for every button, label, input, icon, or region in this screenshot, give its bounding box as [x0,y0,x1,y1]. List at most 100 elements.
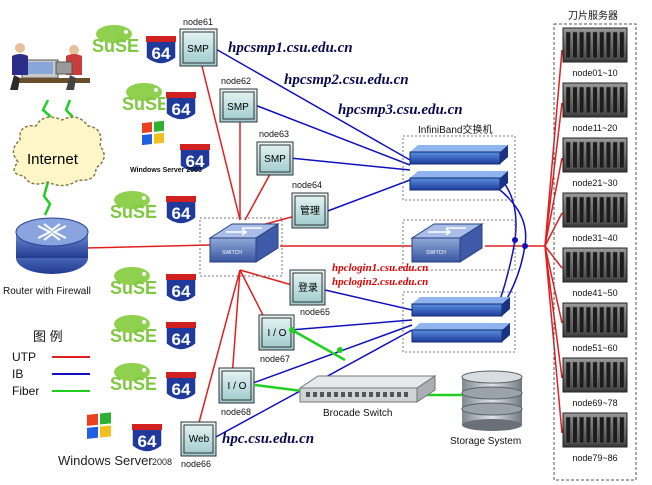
svg-text:64: 64 [172,100,191,119]
64bit-badge-icon: 64 [179,143,211,173]
suse-logo: SuSE [122,83,169,114]
switch2-group-frame [402,219,516,271]
brocade-switch-icon [298,375,437,403]
node63-hostname: hpcsmp3.csu.edu.cn [338,102,463,118]
64bit-badge-icon: 64 [165,321,197,351]
svg-text:Windows Server: Windows Server [58,453,153,468]
node63-server[interactable]: node63 SMP [256,129,294,176]
node62-hostname: hpcsmp2.csu.edu.cn [284,72,409,88]
switch-group-frame [199,217,283,277]
suse-logo: SuSE [92,25,139,56]
blade-group-label: node01~10 [572,68,617,78]
node64-server[interactable]: node64 管理 [291,180,329,229]
fiber-junction-dot [337,347,343,353]
node61-hostname: hpcsmp1.csu.edu.cn [228,40,353,56]
node61-server[interactable]: node61 SMP [179,17,218,67]
blade-server-group[interactable]: node01~10 [562,27,628,78]
suse-label: SuSE [92,36,139,56]
blade-group-label: node41~50 [572,288,617,298]
legend: 图 例 UTP IB Fiber [12,329,90,398]
blade-group-label: node79~86 [572,453,617,463]
node62-label: node62 [221,76,251,86]
64bit-badge-icon: 64 [165,273,197,303]
infiniband-switch-bottom [411,297,510,343]
node61-box-text: SMP [187,44,209,55]
node64-box-text: 管理 [300,204,320,217]
node63-label: node63 [259,129,289,139]
suse-label: SuSE [122,94,169,114]
blade-group-frame [553,23,637,481]
suse-label: SuSE [110,326,157,346]
node61-label: node61 [183,17,213,27]
node65-hostname-1: hpclogin1.csu.edu.cn [332,262,428,274]
internet-cloud-icon [12,116,105,187]
blade-server-group[interactable]: node79~86 [562,412,628,463]
windows-server-2003-logo: Windows Server 2003 [130,120,202,174]
blade-server-group[interactable]: node69~78 [562,357,628,408]
suse-label: SuSE [110,278,157,298]
storage-system-icon [461,370,523,431]
ib-junction-dot [512,237,518,243]
node67-server[interactable]: I / O node67 [258,314,295,364]
svg-text:64: 64 [138,432,157,451]
legend-ib-label: IB [12,367,23,381]
blade-server-group[interactable]: node51~60 [562,302,628,353]
router-label: Router with Firewall [3,286,91,297]
svg-text:2008: 2008 [152,457,172,467]
blade-group-label: node51~60 [572,343,617,353]
storage-label: Storage System [450,436,521,447]
blade-server-group[interactable]: node31~40 [562,192,628,243]
blade-server-group[interactable]: node11~20 [562,82,628,133]
node65-server[interactable]: 登录 node65 [289,269,330,317]
svg-text:64: 64 [172,330,191,349]
suse-label: SuSE [110,374,157,394]
blade-group-label: node69~78 [572,398,617,408]
node68-label: node68 [221,407,251,417]
second-switch-icon: SWITCH [410,223,484,263]
legend-fiber-label: Fiber [12,384,39,398]
router-icon [15,217,89,274]
suse-logo: SuSE [110,363,157,394]
suse-label: SuSE [110,202,157,222]
legend-title: 图 例 [33,329,63,344]
svg-text:64: 64 [172,204,191,223]
svg-text:64: 64 [186,152,205,171]
node68-box-text: I / O [228,381,247,392]
node66-hostname: hpc.csu.edu.cn [222,431,314,447]
node66-label: node66 [181,459,211,469]
svg-text:64: 64 [172,282,191,301]
windows-server-2008-logo: Windows Server 2008 [58,412,172,468]
node68-server[interactable]: I / O node68 [218,367,255,417]
blade-server-group[interactable]: node21~30 [562,137,628,188]
infiniband-switch-top [409,145,508,191]
node65-label: node65 [300,307,330,317]
node65-box-text: 登录 [298,281,318,294]
suse-logo: SuSE [110,315,157,346]
blade-server-groups: node01~10 node11~20 node21~30 node31~40 node… [562,27,628,463]
ib-junction-dot [522,243,528,249]
64bit-badge-icon: 64 [165,91,197,121]
node66-server[interactable]: Web node66 [180,421,217,469]
node67-box-text: I / O [268,328,287,339]
blade-group-label: node21~30 [572,178,617,188]
svg-text:64: 64 [172,380,191,399]
svg-text:SWITCH: SWITCH [222,250,242,256]
64bit-badge-icon: 64 [131,423,163,453]
svg-text:64: 64 [152,44,171,63]
node67-label: node67 [260,354,290,364]
blade-group-label: node31~40 [572,233,617,243]
ib-top-group-frame [402,135,516,201]
64bit-badge-icon: 64 [165,195,197,225]
node65-hostname-2: hpclogin2.csu.edu.cn [332,276,428,288]
core-switch-icon: SWITCH [208,223,280,263]
blade-title: 刀片服务器 [568,9,618,22]
node62-server[interactable]: node62 SMP [219,76,258,123]
fiber-junction-dot [289,327,295,333]
suse-logo: SuSE [110,191,157,222]
blade-server-group[interactable]: node41~50 [562,247,628,298]
fiber-links [41,99,462,397]
legend-utp-label: UTP [12,350,36,364]
infiniband-label: InfiniBand交换机 [418,123,492,136]
